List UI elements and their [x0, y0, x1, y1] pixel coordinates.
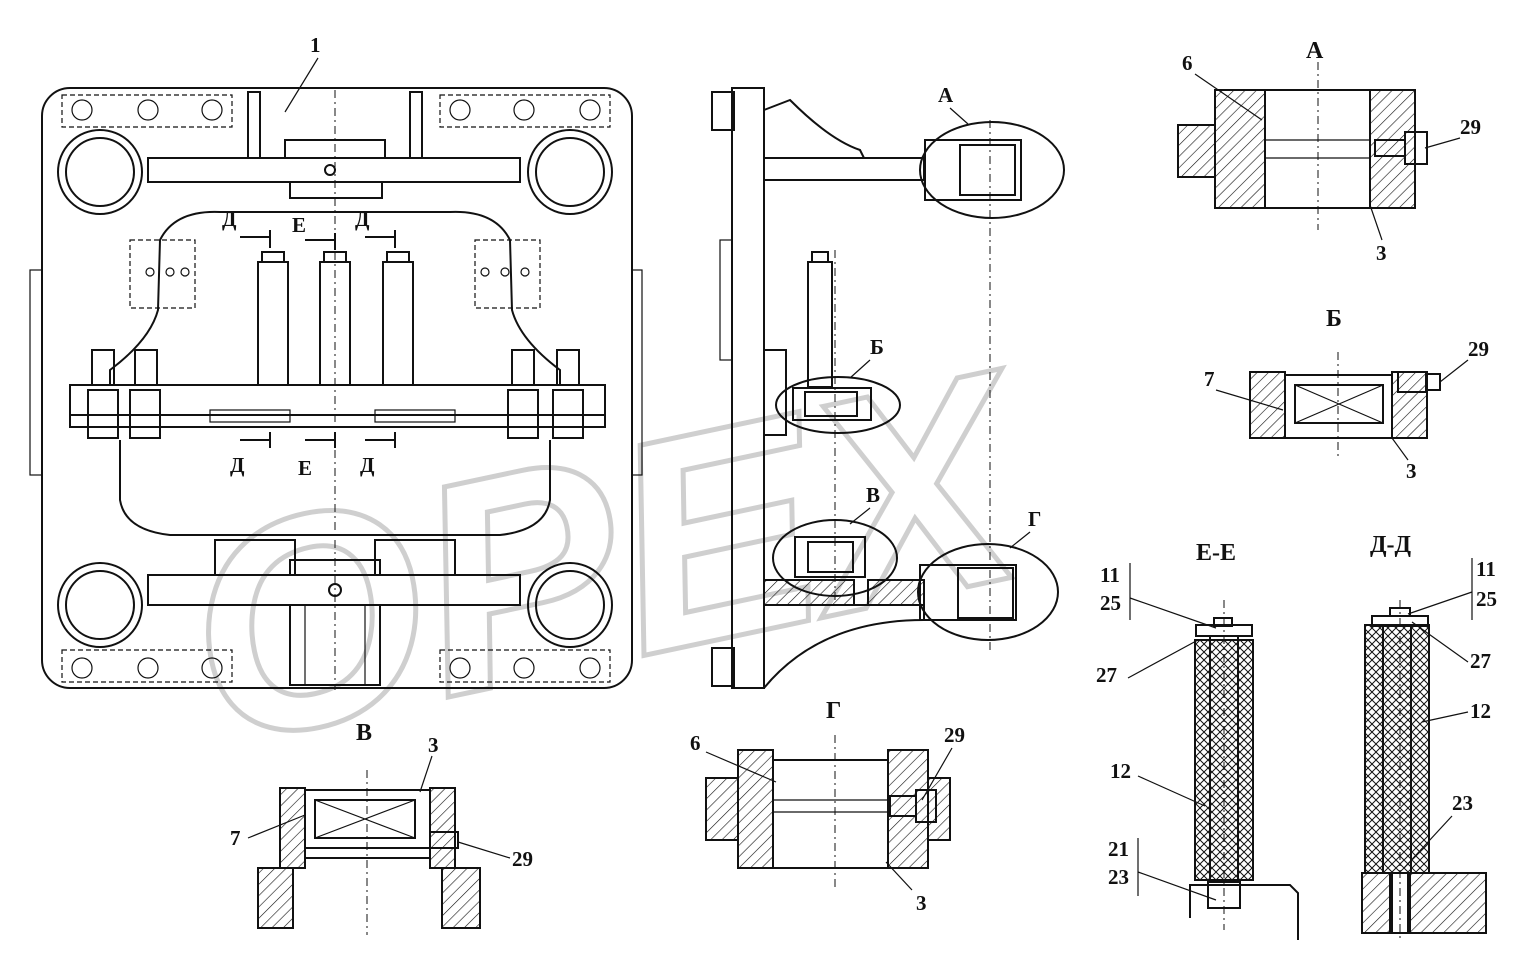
detail-v — [257, 770, 481, 935]
cut-mark-d-top-right: Д — [355, 207, 370, 231]
detail-a — [1177, 62, 1428, 230]
detail-v-callout-29: 29 — [512, 847, 533, 871]
cut-mark-e-top: Е — [292, 213, 306, 237]
detail-v-callout-3: 3 — [428, 733, 439, 757]
cut-mark-d-bottom-left: Д — [230, 453, 245, 477]
section-e-e-callout-23: 23 — [1108, 865, 1129, 889]
section-d-d-callout-25: 25 — [1476, 587, 1497, 611]
detail-v-title: В — [356, 720, 372, 746]
cut-mark-d-top-left: Д — [222, 207, 237, 231]
side-view — [711, 87, 1065, 689]
section-d-d-callout-12: 12 — [1470, 699, 1491, 723]
detail-a-callout-3: 3 — [1376, 241, 1387, 265]
section-d-d-title: Д-Д — [1370, 532, 1412, 558]
section-d-d-callout-27: 27 — [1470, 649, 1491, 673]
label-v-side: В — [866, 483, 880, 507]
detail-b-title: Б — [1326, 306, 1342, 332]
detail-a-callout-6: 6 — [1182, 51, 1193, 75]
detail-g-callout-6: 6 — [690, 731, 701, 755]
detail-g-callout-29: 29 — [944, 723, 965, 747]
section-e-e-callout-25: 25 — [1100, 591, 1121, 615]
detail-g — [705, 735, 951, 890]
label-b-side: Б — [870, 335, 884, 359]
callout-1: 1 — [310, 33, 321, 57]
watermark: OPEX — [158, 304, 1058, 809]
section-e-e-callout-11: 11 — [1100, 563, 1120, 587]
cut-mark-d-bottom-right: Д — [360, 453, 375, 477]
label-a-side: А — [938, 83, 954, 107]
detail-g-title: Г — [826, 698, 841, 724]
section-e-e-title: Е-Е — [1196, 540, 1236, 566]
label-g-side: Г — [1028, 507, 1041, 531]
section-e-e-callout-12: 12 — [1110, 759, 1131, 783]
detail-a-title: А — [1306, 38, 1324, 64]
detail-a-callout-29: 29 — [1460, 115, 1481, 139]
section-d-d — [1361, 600, 1487, 940]
detail-g-callout-3: 3 — [916, 891, 927, 915]
section-d-d-callout-23: 23 — [1452, 791, 1473, 815]
detail-v-callout-7: 7 — [230, 826, 241, 850]
section-e-e-callout-21: 21 — [1108, 837, 1129, 861]
detail-b-callout-3: 3 — [1406, 459, 1417, 483]
section-e-e-callout-27: 27 — [1096, 663, 1117, 687]
detail-b-callout-7: 7 — [1204, 367, 1215, 391]
section-d-d-callout-11: 11 — [1476, 557, 1496, 581]
detail-b — [1249, 352, 1441, 460]
detail-b-callout-29: 29 — [1468, 337, 1489, 361]
cut-mark-e-bottom: Е — [298, 456, 312, 480]
section-e-e — [1189, 600, 1299, 940]
front-view — [29, 87, 643, 690]
